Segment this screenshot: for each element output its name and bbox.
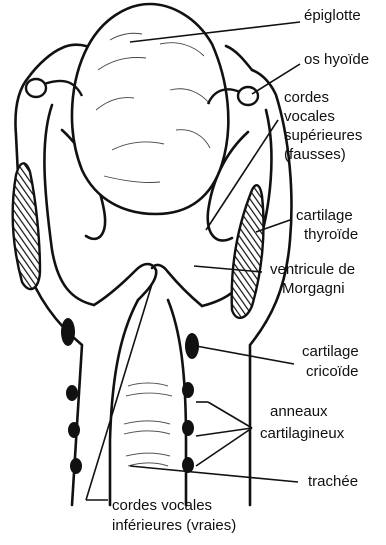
label-anneaux-2: cartilagineux: [260, 424, 344, 443]
label-cordes-sup-2: vocales: [284, 107, 335, 126]
thyroid-cartilage-right: [232, 185, 264, 318]
label-cordes-inf-2: inférieures (vraies): [112, 516, 236, 535]
thyroid-cartilage-left: [13, 163, 40, 289]
label-thyroide-2: thyroïde: [304, 225, 358, 244]
label-thyroide-1: cartilage: [296, 206, 353, 225]
label-anneaux-1: anneaux: [270, 402, 328, 421]
trachea-texture: [124, 383, 172, 466]
label-cordes-sup-3: supérieures: [284, 126, 362, 145]
label-ventricule-2: Morgagni: [282, 279, 345, 298]
label-epiglotte: épiglotte: [304, 6, 361, 25]
label-os-hyoide: os hyoïde: [304, 50, 369, 69]
label-cordes-sup-1: cordes: [284, 88, 329, 107]
true-folds-right: [152, 265, 202, 306]
label-cricoide-2: cricoïde: [306, 362, 359, 381]
label-trachee: trachée: [308, 472, 358, 491]
tracheal-rings: [66, 382, 194, 474]
label-cricoide-1: cartilage: [302, 342, 359, 361]
label-cordes-inf-1: cordes vocales: [112, 496, 212, 515]
trachea-inner-left: [110, 300, 138, 505]
label-cordes-sup-4: (fausses): [284, 145, 346, 164]
trachea-inner-right: [168, 300, 186, 505]
label-ventricule-1: ventricule de: [270, 260, 355, 279]
